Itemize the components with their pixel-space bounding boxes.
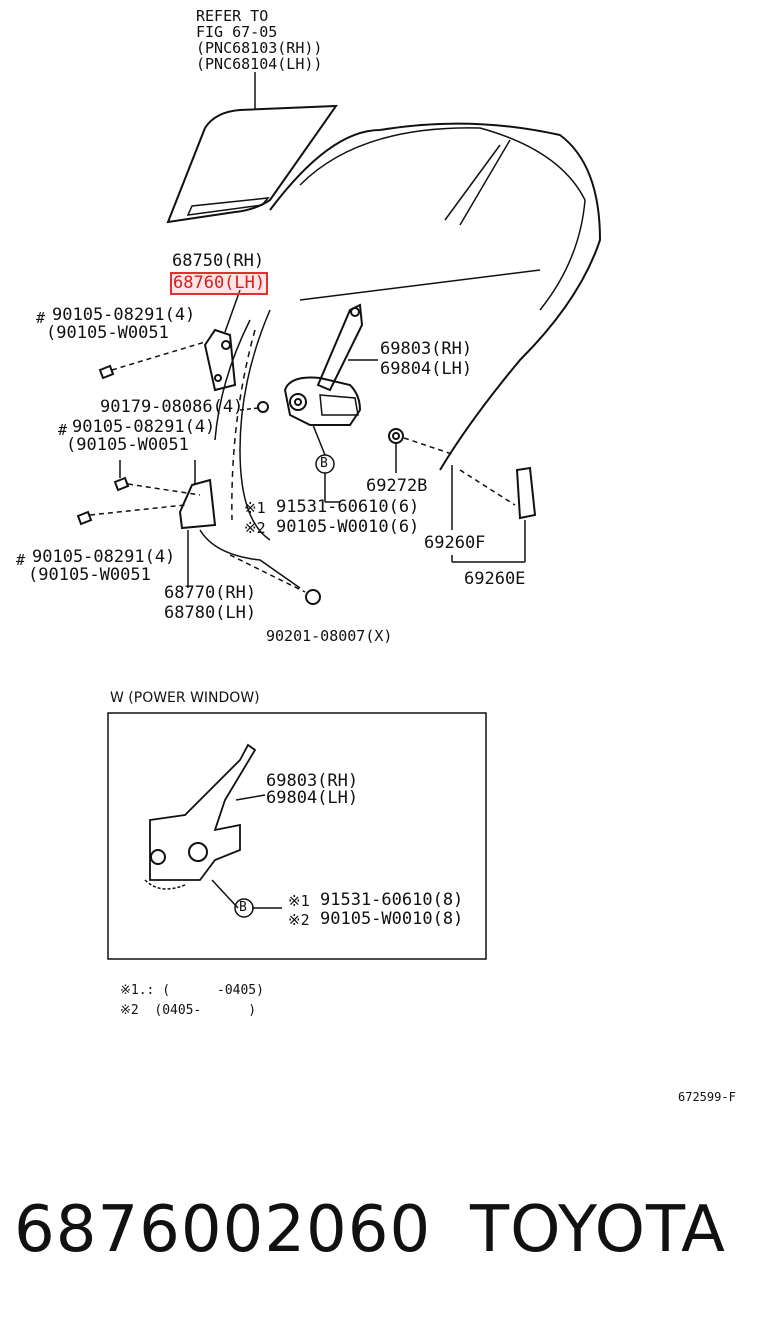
refer-line-3: (PNC68103(RH)) xyxy=(196,39,323,57)
regulator-arm xyxy=(316,303,364,392)
hash-mark-3: # xyxy=(16,551,26,569)
part-90179[interactable]: 90179-08086(4) xyxy=(100,397,244,417)
date-note-1: ※1.: ( -0405) xyxy=(120,983,264,998)
part-69260e[interactable]: 69260E xyxy=(464,569,526,589)
inner-handle xyxy=(515,466,537,520)
part-68750[interactable]: 68750(RH) xyxy=(172,251,265,271)
part-90105-a-alt[interactable]: (90105-W0051 xyxy=(46,323,169,343)
part-69272b[interactable]: 69272B xyxy=(366,476,428,496)
part-91531[interactable]: 91531-60610(6) xyxy=(276,497,420,517)
part-90105-b-alt[interactable]: (90105-W0051 xyxy=(66,435,189,455)
part-68780[interactable]: 68780(LH) xyxy=(164,603,257,623)
note-2-mark: ※2 xyxy=(244,519,266,537)
inset-title: W (POWER WINDOW) xyxy=(110,690,260,706)
footer-brand: TOYOTA xyxy=(470,1193,726,1267)
note-1-mark: ※1 xyxy=(244,499,266,517)
callout-b: B xyxy=(320,456,328,471)
part-68760-highlighted[interactable]: 68760(LH) xyxy=(170,272,269,295)
hash-mark: # xyxy=(36,309,46,327)
part-90105-c-alt[interactable]: (90105-W0051 xyxy=(28,565,151,585)
door-frame xyxy=(269,122,602,471)
refer-line-4: (PNC68104(LH)) xyxy=(196,55,323,73)
inset-part-91531[interactable]: 91531-60610(8) xyxy=(320,890,464,910)
part-90105-w0010[interactable]: 90105-W0010(6) xyxy=(276,517,420,537)
footer-part-number: 6876002060 xyxy=(14,1193,432,1267)
window-channel xyxy=(203,328,237,392)
part-68770[interactable]: 68770(RH) xyxy=(164,583,257,603)
part-90105-c[interactable]: 90105-08291(4) xyxy=(32,547,176,567)
part-69804[interactable]: 69804(LH) xyxy=(380,359,473,379)
regulator-motor xyxy=(283,376,362,426)
inset-note-1-mark: ※1 xyxy=(288,892,310,910)
refer-line-2: FIG 67-05 xyxy=(196,23,278,41)
inset-frame xyxy=(107,712,487,960)
inset-part-69803[interactable]: 69803(RH) xyxy=(266,771,359,791)
part-69803[interactable]: 69803(RH) xyxy=(380,339,473,359)
door-glass xyxy=(166,104,338,224)
figure-code: 672599-F xyxy=(678,1090,736,1104)
part-90201[interactable]: 90201-08007(X) xyxy=(266,627,393,645)
date-note-2: ※2 (0405- ) xyxy=(120,1003,257,1018)
part-90105-a[interactable]: 90105-08291(4) xyxy=(52,305,196,325)
refer-line-1: REFER TO xyxy=(196,7,269,25)
inset-part-90105-w0010[interactable]: 90105-W0010(8) xyxy=(320,909,464,929)
inset-regulator xyxy=(149,743,257,881)
part-90105-b[interactable]: 90105-08291(4) xyxy=(72,417,216,437)
inset-callout-b: B xyxy=(239,900,247,915)
part-69260f[interactable]: 69260F xyxy=(424,533,486,553)
inset-note-2-mark: ※2 xyxy=(288,911,310,929)
lower-channel xyxy=(178,478,217,530)
hash-mark-2: # xyxy=(58,421,68,439)
inset-part-69804[interactable]: 69804(LH) xyxy=(266,788,359,808)
